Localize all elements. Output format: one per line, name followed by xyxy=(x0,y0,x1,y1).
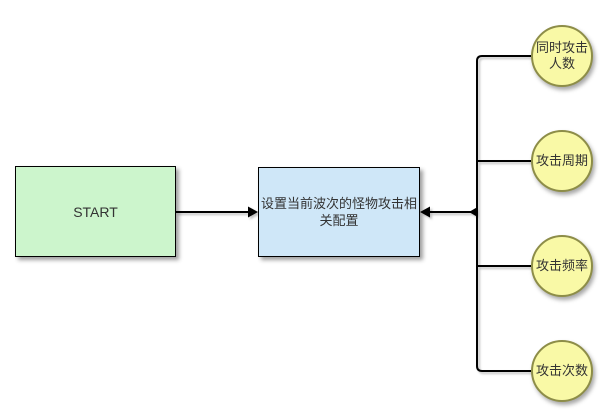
node-start-label: START xyxy=(73,203,118,220)
node-param-attack-count-label: 攻击次数 xyxy=(536,363,589,378)
connector-params-trunk xyxy=(476,55,531,372)
node-config-label: 设置当前波次的怪物攻击相关配置 xyxy=(260,196,417,228)
node-param-attack-cycle[interactable]: 攻击周期 xyxy=(531,130,593,192)
node-param-attack-frequency[interactable]: 攻击频率 xyxy=(531,235,593,297)
node-start[interactable]: START xyxy=(15,166,176,257)
node-param-simultaneous-attackers-label: 同时攻击人数 xyxy=(536,40,589,71)
node-param-attack-cycle-label: 攻击周期 xyxy=(536,153,589,168)
arrowhead-into-config-right xyxy=(420,206,430,218)
arrowhead-into-config-left xyxy=(248,206,258,218)
node-param-attack-frequency-label: 攻击频率 xyxy=(536,258,589,273)
trunk-junction-nub xyxy=(469,207,478,217)
node-param-simultaneous-attackers[interactable]: 同时攻击人数 xyxy=(531,25,593,87)
node-param-attack-count[interactable]: 攻击次数 xyxy=(531,340,593,402)
node-config[interactable]: 设置当前波次的怪物攻击相关配置 xyxy=(258,167,420,257)
